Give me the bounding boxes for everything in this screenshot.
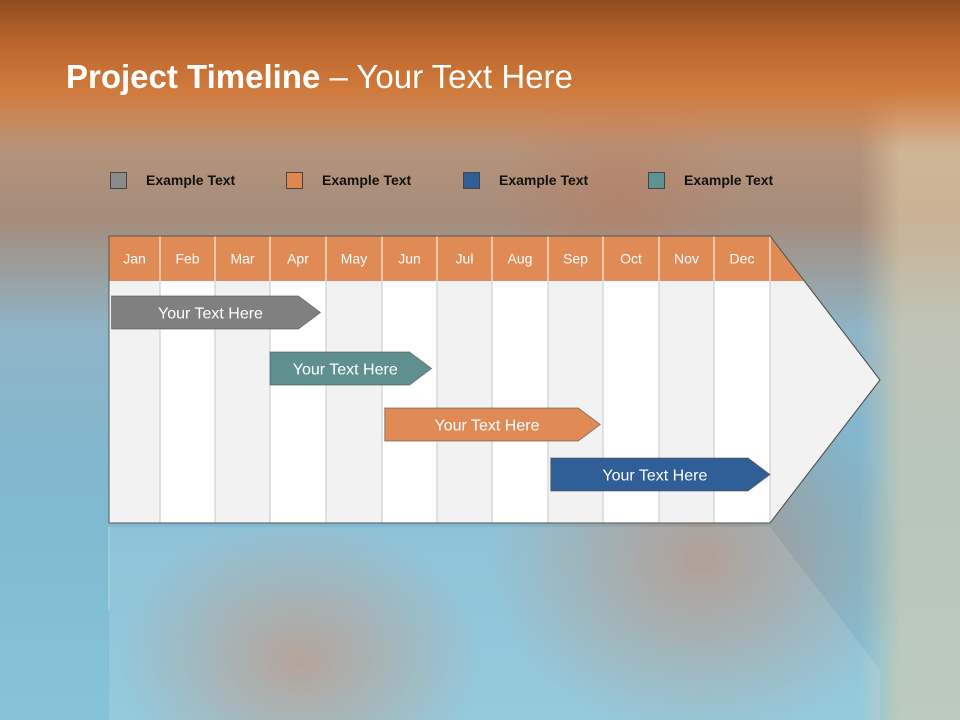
title-bold: Project Timeline [66,58,321,95]
month-band-shape [109,236,805,281]
month-label: Dec [730,251,755,267]
legend-label-3: Example Text [499,172,589,188]
legend-swatch-2 [286,171,303,189]
header-band [0,0,960,150]
bar-label: Your Text Here [435,418,540,435]
legend-swatch-3 [463,171,480,189]
bar-label: Your Text Here [158,306,263,323]
legend-label-2: Example Text [322,172,412,188]
legend-item-1: Example Text [110,170,235,190]
frame-outline [108,235,881,524]
legend-item-3: Example Text [463,170,588,190]
title-rest: – Your Text Here [320,58,573,95]
legend-label-4: Example Text [684,172,774,188]
timeline-bar [550,457,771,492]
legend-label-1: Example Text [146,172,236,188]
month-label: Mar [230,251,254,267]
month-label: Jun [398,251,421,267]
month-label: Feb [175,251,199,267]
timeline-bar [384,407,602,442]
month-label: Jul [456,251,474,267]
month-label: May [341,251,367,267]
month-label: Aug [508,251,533,267]
timeline-bar [111,295,322,330]
timeline-reflection [108,527,880,720]
bar-label: Your Text Here [293,362,398,379]
month-labels: Jan Feb Mar Apr May Jun Jul Aug Sep Oct Nov Dec [123,251,754,267]
month-label: Sep [563,251,588,267]
month-label: Nov [674,251,699,267]
month-column [492,281,548,522]
page-title: Project Timeline – Your Text Here [66,58,573,96]
month-label: Apr [287,251,309,267]
legend-item-4: Example Text [648,170,773,190]
bar-label: Your Text Here [602,468,707,485]
legend-item-2: Example Text [286,170,411,190]
legend-swatch-4 [648,171,665,189]
month-column [437,281,492,522]
month-band [108,235,881,524]
timeline-bar [269,351,433,386]
month-column [382,281,437,522]
month-label: Oct [620,251,642,267]
month-label: Jan [123,251,146,267]
month-column [326,281,382,522]
reflection-shape [109,527,880,720]
legend-swatch-1 [110,171,127,189]
